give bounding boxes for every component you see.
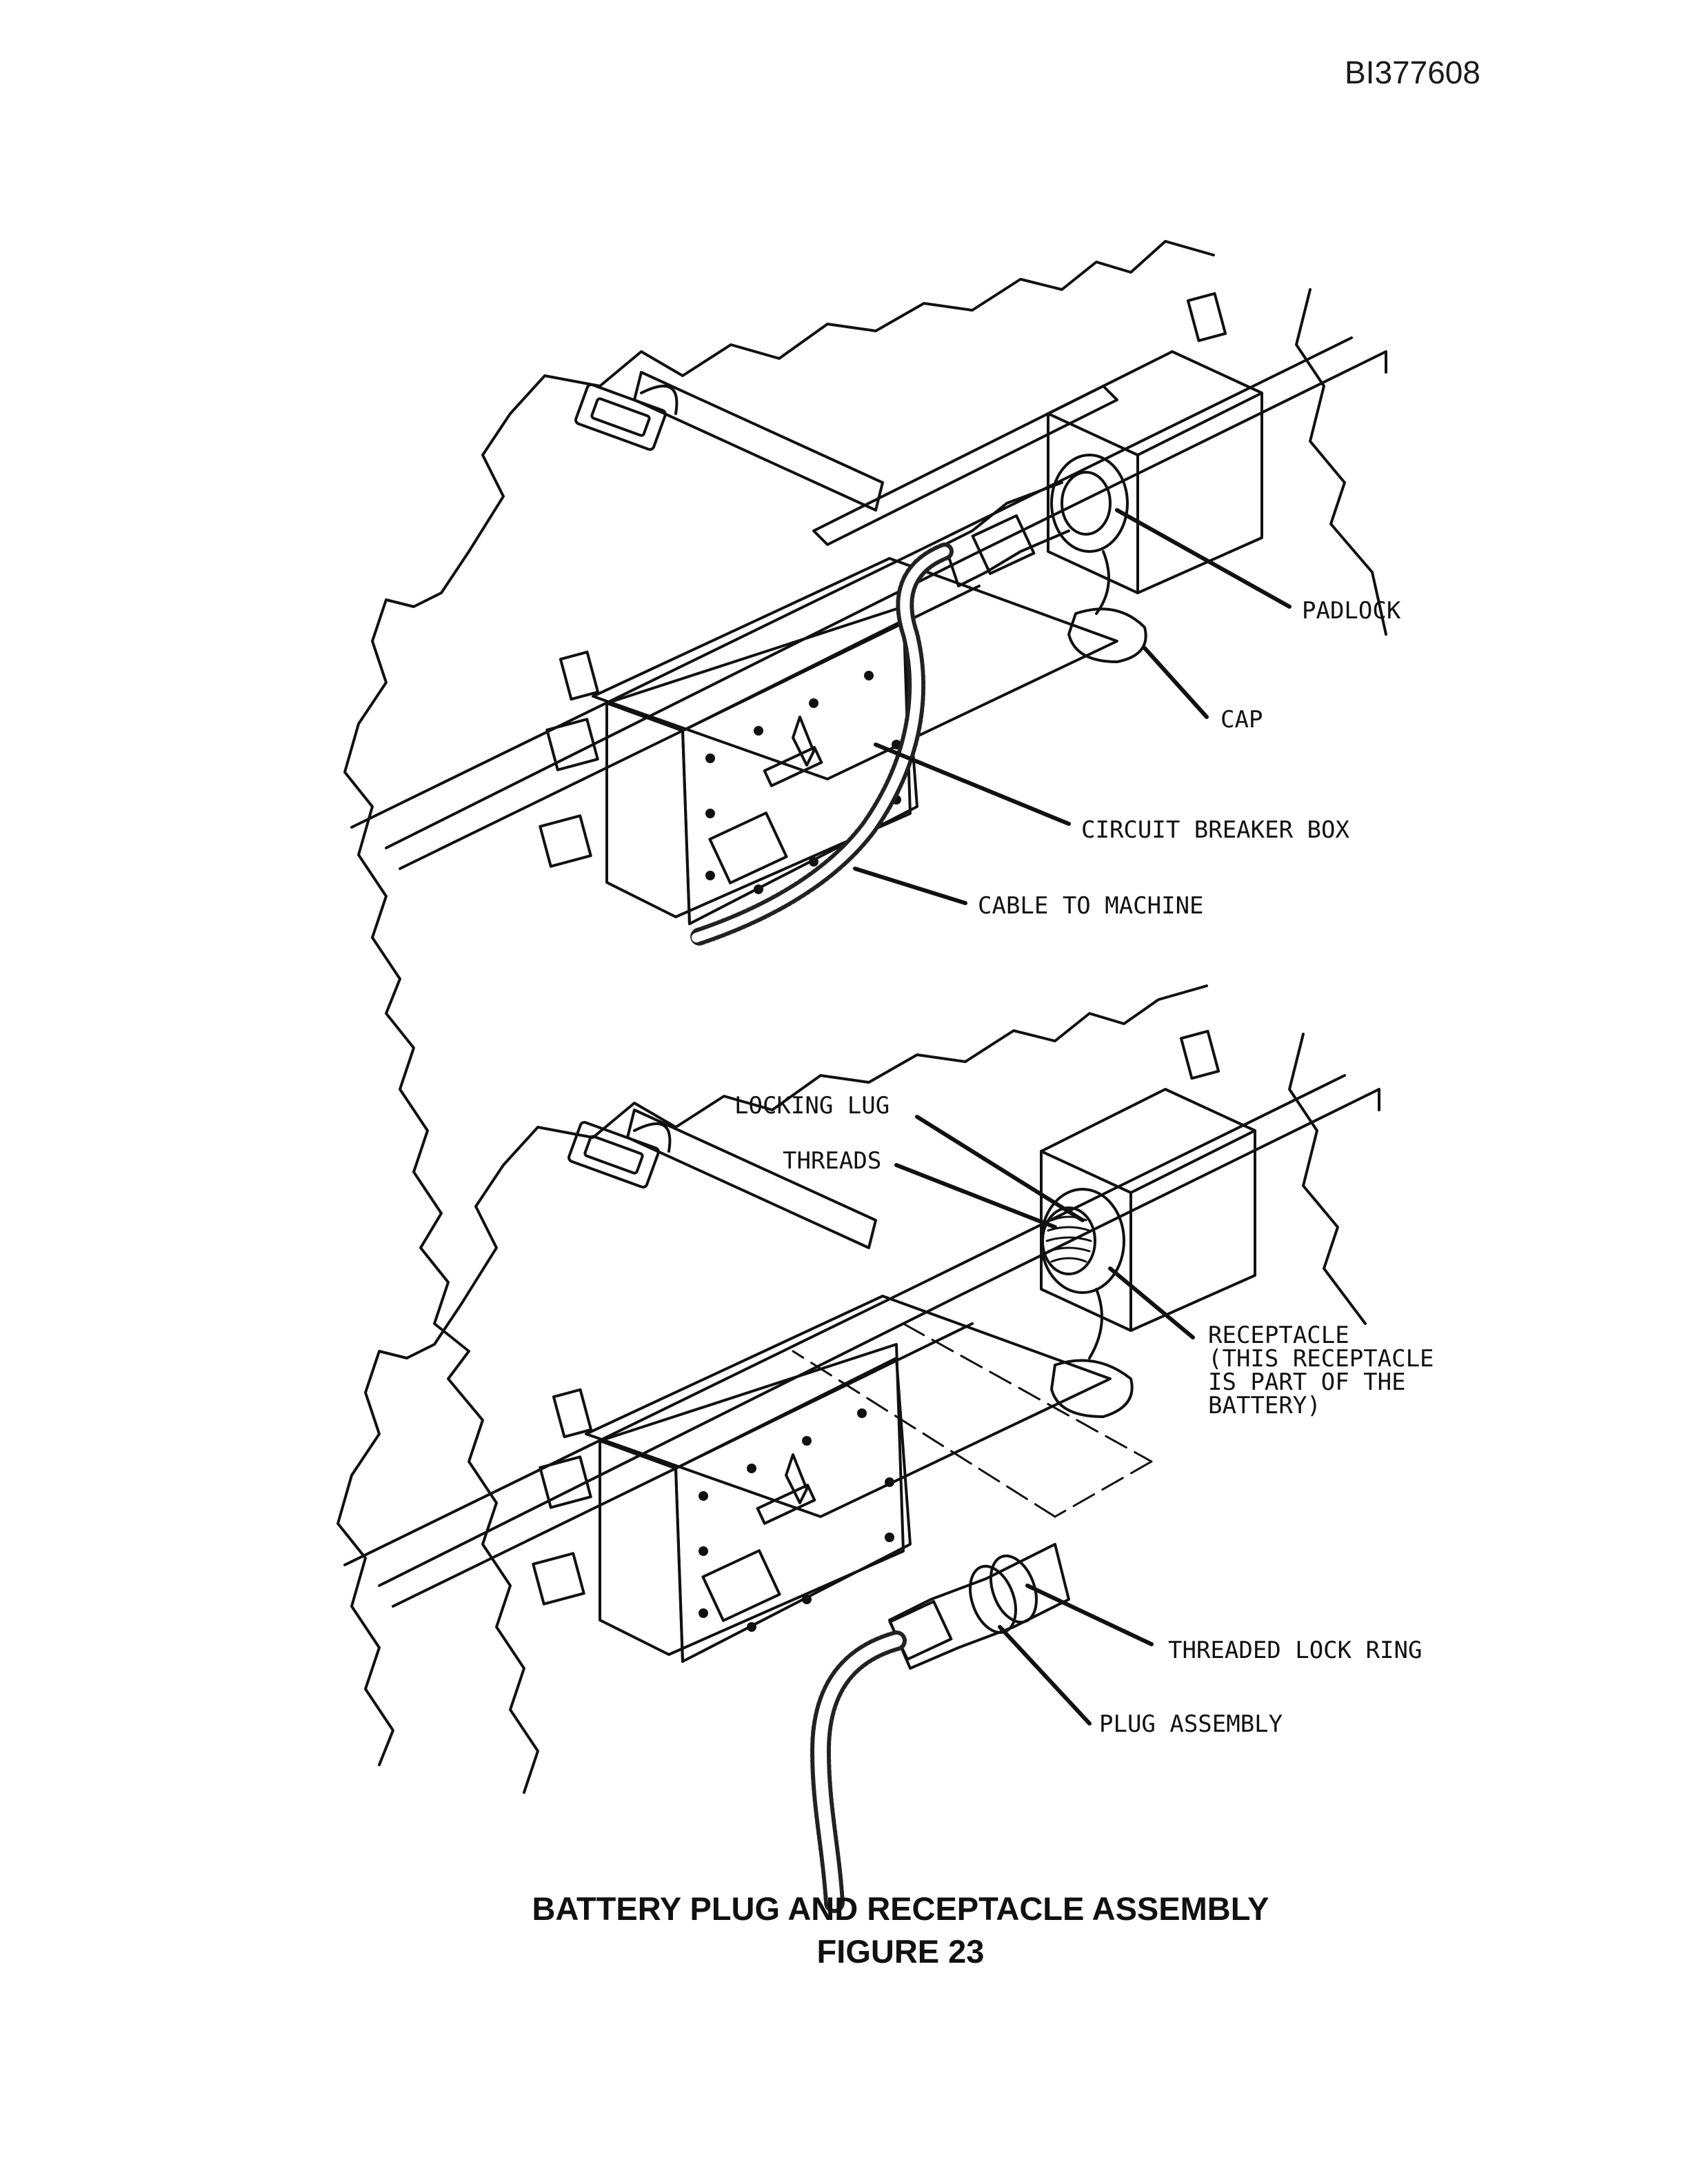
- document-id: BI377608: [1345, 54, 1480, 90]
- top-lid-handle: [574, 383, 667, 452]
- top-leader-padlock: [1115, 508, 1292, 609]
- top-battery-block: [1047, 350, 1263, 594]
- top-leader-cable: [853, 867, 967, 905]
- bottom-leader-lock-ring: [1025, 1584, 1154, 1646]
- top-shelf-back: [385, 350, 1387, 849]
- top-leader-circuit-breaker-box: [874, 742, 1071, 826]
- label-cap: CAP: [1220, 706, 1263, 734]
- bottom-leader-plug: [998, 1625, 1092, 1726]
- label-cable-to-machine: CABLE TO MACHINE: [978, 892, 1204, 920]
- label-threaded-lock-ring: THREADED LOCK RING: [1168, 1637, 1422, 1664]
- bottom-view: [336, 984, 1380, 1913]
- label-receptacle-line-3: IS PART OF THE: [1208, 1368, 1406, 1396]
- bottom-leader-receptacle: [1108, 1266, 1195, 1339]
- label-circuit-breaker-box: CIRCUIT BREAKER BOX: [1081, 816, 1349, 844]
- label-padlock: PADLOCK: [1302, 597, 1401, 625]
- bottom-leader-locking-lug: [915, 1115, 1085, 1222]
- top-circuit-breaker-box: [605, 605, 912, 918]
- caption-title: BATTERY PLUG AND RECEPTACLE ASSEMBLY: [532, 1890, 1269, 1927]
- bottom-leader-threads: [894, 1163, 1057, 1229]
- caption-figure-number: FIGURE 23: [816, 1933, 985, 1970]
- label-receptacle-line-1: RECEPTACLE: [1208, 1322, 1349, 1349]
- top-lid: [592, 557, 1118, 780]
- figure-caption: BATTERY PLUG AND RECEPTACLE ASSEMBLY FIG…: [0, 1888, 1688, 1973]
- label-locking-lug: LOCKING LUG: [734, 1092, 890, 1120]
- top-view: PADLOCK CAP CIRCUIT BREAKER BOX CABLE TO…: [343, 240, 1401, 1794]
- label-threads: THREADS: [783, 1147, 881, 1175]
- top-leader-cap: [1143, 646, 1209, 719]
- bottom-plug-assembly: [888, 1543, 1070, 1670]
- top-plug: [943, 481, 1070, 587]
- top-shelf-front: [350, 336, 1353, 829]
- bottom-circuit-breaker-box: [599, 1343, 905, 1656]
- label-receptacle-line-2: (THIS RECEPTACLE: [1208, 1345, 1434, 1373]
- top-cap: [1067, 607, 1147, 663]
- top-torn-outline: [343, 240, 1215, 1794]
- top-torn-right: [1295, 288, 1387, 636]
- label-plug-assembly: PLUG ASSEMBLY: [1099, 1710, 1283, 1738]
- label-receptacle-line-4: BATTERY): [1208, 1392, 1321, 1419]
- top-receptacle: [1050, 454, 1129, 553]
- bottom-torn-outline: [336, 984, 1208, 1766]
